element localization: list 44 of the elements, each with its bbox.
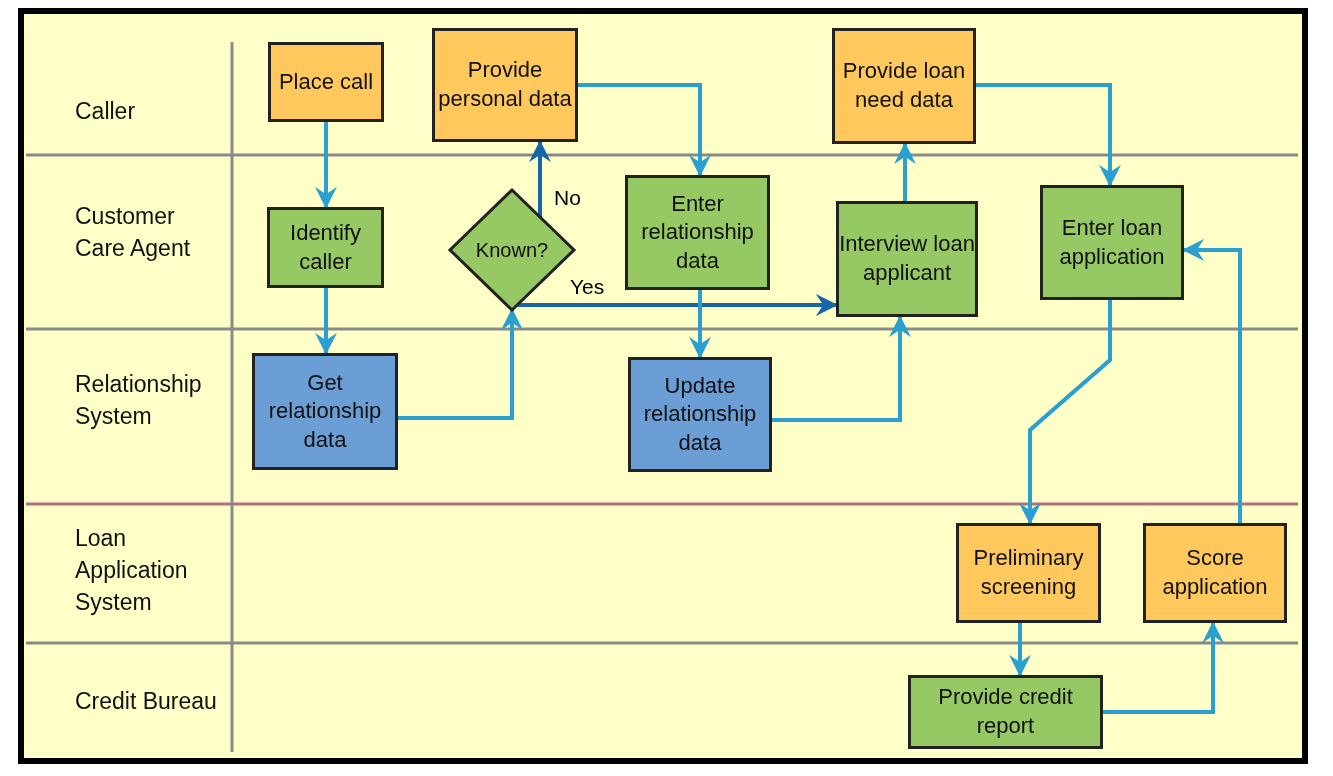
- process-box: [836, 201, 978, 317]
- lane-label: Loan Application System: [75, 524, 189, 618]
- arrow: [689, 290, 711, 359]
- process-box: [268, 42, 384, 122]
- arrow: [1019, 300, 1112, 525]
- box-label: Place call: [278, 67, 374, 96]
- process-box: [908, 675, 1103, 749]
- arrow: [772, 315, 911, 422]
- process-box: [956, 523, 1101, 623]
- process-box: [252, 353, 398, 470]
- arrow: [529, 140, 551, 218]
- arrow: [1009, 623, 1031, 677]
- box-label: Identify caller: [289, 218, 362, 276]
- process-box: [625, 175, 770, 290]
- box-label: Provide loan need data: [841, 57, 967, 114]
- arrow: [398, 308, 523, 420]
- box-label: Preliminary screening: [972, 544, 1085, 601]
- box-label: Update relationship data: [642, 371, 758, 457]
- arrow: [315, 122, 337, 209]
- box-label: Score application: [1161, 544, 1269, 601]
- lane-label: Customer Care Agent: [75, 202, 192, 264]
- process-box: [628, 357, 772, 472]
- lane-label: Caller: [75, 97, 137, 126]
- process-box: [267, 207, 384, 288]
- box-label: Enter loan application: [1058, 213, 1166, 271]
- box-label: Enter relationship data: [640, 189, 755, 275]
- box-label: Provide personal data: [437, 56, 573, 113]
- process-box: [1040, 185, 1184, 300]
- box-label: Interview loan applicant: [839, 230, 975, 287]
- box-label: Provide credit report: [937, 683, 1074, 740]
- arrow: [515, 294, 838, 316]
- process-box: [432, 28, 578, 142]
- box-label: Known?: [475, 238, 549, 263]
- lane-label: Relationship System: [75, 370, 203, 432]
- arrow: [894, 142, 916, 201]
- process-box: [832, 28, 976, 144]
- arrow: [315, 288, 337, 355]
- lane-label: Credit Bureau: [75, 687, 218, 716]
- arrow: [1182, 239, 1242, 523]
- arrow: [578, 83, 711, 177]
- arrow: [1103, 621, 1224, 714]
- arrow: [976, 83, 1121, 187]
- process-box: [1143, 523, 1287, 623]
- box-label: Get relationship data: [267, 368, 383, 454]
